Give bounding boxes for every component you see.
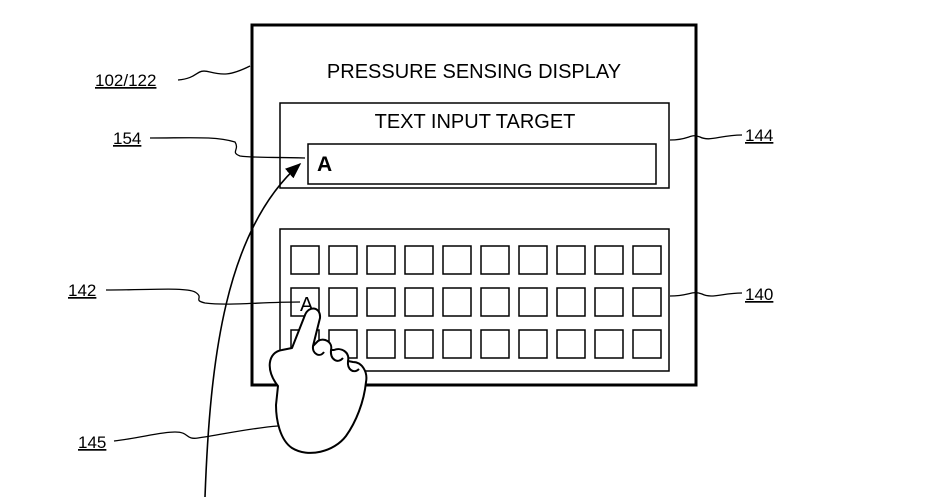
keyboard-key[interactable] — [632, 245, 662, 275]
text-input-target-title: TEXT INPUT TARGET — [375, 111, 576, 133]
text-input-field[interactable] — [307, 143, 657, 185]
leader-154 — [149, 137, 306, 159]
ref-label-142: 142 — [68, 281, 96, 300]
keyboard-key[interactable] — [518, 329, 548, 359]
ref-label-140: 140 — [745, 285, 773, 304]
leader-145 — [113, 425, 279, 442]
ref-label-102-122: 102/122 — [95, 71, 156, 90]
keyboard-key[interactable] — [632, 287, 662, 317]
leader-140 — [669, 291, 743, 297]
keyboard-key[interactable] — [328, 245, 358, 275]
leader-142 — [105, 288, 301, 305]
ref-label-145: 145 — [78, 433, 106, 452]
keyboard-key[interactable] — [442, 245, 472, 275]
keyboard-key[interactable] — [556, 287, 586, 317]
keyboard-key[interactable] — [442, 329, 472, 359]
ref-label-144: 144 — [745, 126, 773, 145]
keyboard-keys — [290, 245, 662, 359]
keyboard-key[interactable] — [442, 287, 472, 317]
keyboard-key[interactable] — [290, 245, 320, 275]
keyboard-key[interactable] — [328, 287, 358, 317]
keyboard-key[interactable] — [366, 287, 396, 317]
keyboard-key[interactable] — [594, 329, 624, 359]
keyboard-key[interactable] — [594, 287, 624, 317]
finger-hand-icon — [268, 307, 368, 454]
ref-label-154: 154 — [113, 129, 141, 148]
keyboard-key[interactable] — [518, 245, 548, 275]
text-input-field-value: A — [317, 153, 332, 176]
keyboard-key[interactable] — [480, 329, 510, 359]
keyboard-key[interactable] — [556, 329, 586, 359]
keyboard-key[interactable] — [404, 245, 434, 275]
keyboard-key[interactable] — [594, 245, 624, 275]
keyboard-key[interactable] — [404, 329, 434, 359]
leader-144 — [669, 134, 743, 141]
keyboard-key[interactable] — [480, 287, 510, 317]
keyboard-key[interactable] — [366, 329, 396, 359]
keyboard-key[interactable] — [632, 329, 662, 359]
keyboard-key[interactable] — [518, 287, 548, 317]
keyboard-key[interactable] — [480, 245, 510, 275]
keyboard-key[interactable] — [404, 287, 434, 317]
leader-102-122 — [177, 65, 251, 81]
keyboard-key[interactable] — [366, 245, 396, 275]
leader-lines — [105, 65, 743, 442]
keyboard-key[interactable] — [556, 245, 586, 275]
display-title: PRESSURE SENSING DISPLAY — [327, 61, 621, 83]
